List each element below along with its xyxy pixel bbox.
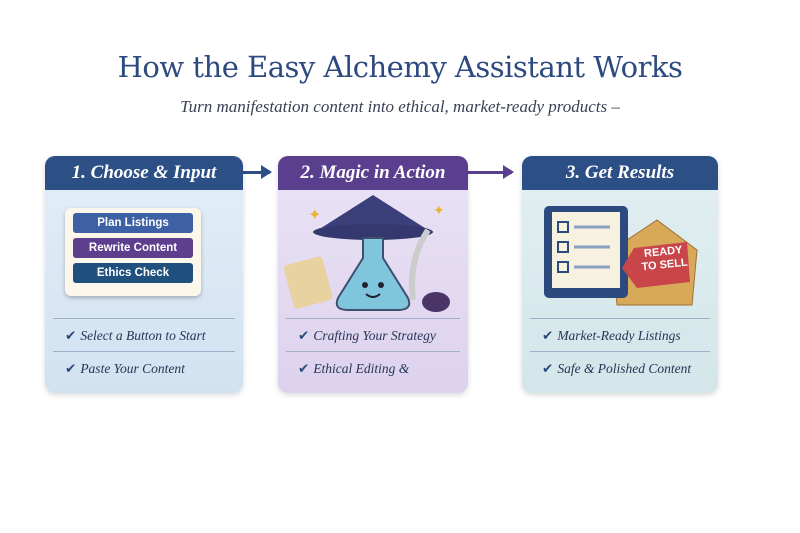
step-heading: 1. Choose & Input [45,156,243,190]
item-label: Safe & Polished Content [557,361,692,376]
step-card-magic-in-action: 2. Magic in Action ✦✦ ✔Crafting Your Str… [278,156,468,393]
item-label: Select a Button to Start [80,328,206,343]
step-card-get-results: 3. Get Results READY TO SELL ✔Market-Rea… [522,156,718,393]
plan-listings-button: Plan Listings [73,213,193,233]
list-item: ✔Crafting Your Strategy [286,318,460,351]
check-icon: ✔ [65,361,77,376]
list-item: ✔Paste Your Content [53,351,235,384]
check-icon: ✔ [298,361,310,376]
item-label: Ethical Editing & Guidance [313,361,410,376]
check-icon: ✔ [298,328,310,343]
subtitle: Turn manifestation content into ethical,… [180,97,620,116]
checklist-package-illustration: READY TO SELL [522,190,718,318]
item-label: Paste Your Content [80,361,185,376]
list-item: ✔Market-Ready Listings [530,318,710,351]
check-icon: ✔ [542,328,554,343]
svg-text:✦: ✦ [308,207,321,224]
ready-to-sell-tag: READY TO SELL [641,244,689,274]
svg-text:✦: ✦ [433,202,445,218]
item-label: Crafting Your Strategy [313,328,436,343]
ethics-check-button: Ethics Check [73,263,193,283]
arrow-1-to-2 [226,165,272,179]
step-heading: 2. Magic in Action [278,156,468,190]
step-card-choose-input: 1. Choose & Input Plan Listings Rewrite … [45,156,243,393]
check-icon: ✔ [65,328,77,343]
page-title: How the Easy Alchemy Assistant Works [117,50,683,84]
item-label: Market-Ready Listings [557,328,681,343]
list-item: ✔Safe & Polished Content [530,351,710,384]
list-item: ✔Select a Button to Start [53,318,235,351]
step-heading: 3. Get Results [522,156,718,190]
list-item: ✔Ethical Editing & Guidance [286,351,460,384]
button-panel-illustration: Plan Listings Rewrite Content Ethics Che… [45,190,243,318]
potion-wizard-illustration: ✦✦ [278,190,468,318]
rewrite-content-button: Rewrite Content [73,238,193,258]
arrow-2-to-3 [468,165,514,179]
check-icon: ✔ [542,361,554,376]
